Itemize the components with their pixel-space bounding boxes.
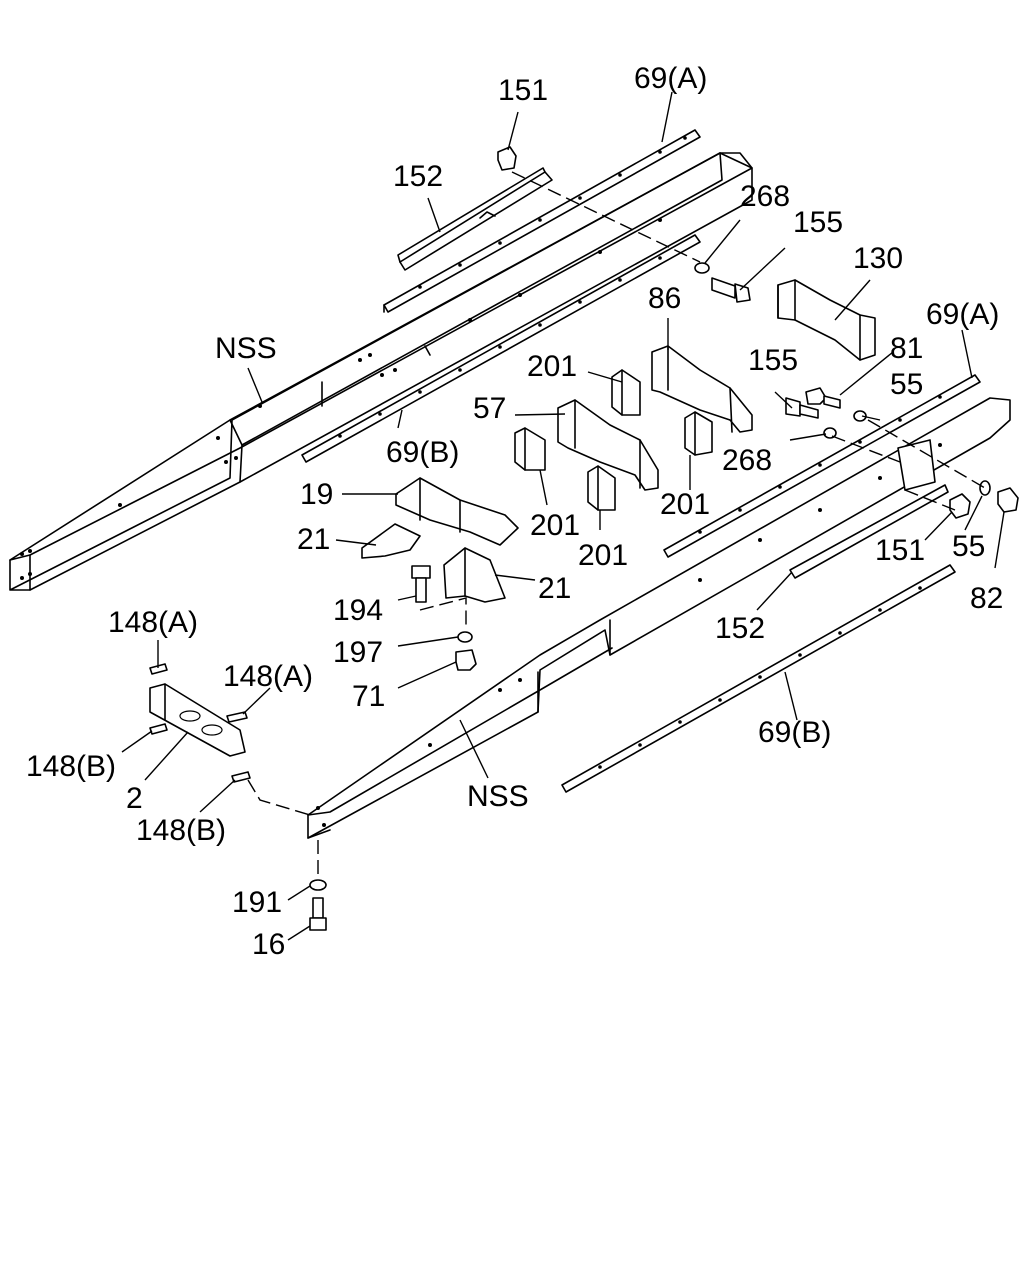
label-69a-right: 69(A) [926, 298, 999, 331]
bracket-201-b [514, 427, 546, 471]
washer-55-upper [853, 410, 867, 422]
crossmember-130 [777, 279, 876, 361]
washer-55-lower [979, 480, 991, 496]
washer-268-top [694, 262, 710, 274]
bracket-21-left [361, 523, 421, 559]
bracket-201-c [587, 465, 616, 511]
bracket-201-d [684, 411, 713, 456]
bracket-right-rail [897, 439, 936, 491]
shim-148a-right [226, 711, 248, 723]
callout-labels: 151 69(A) 152 268 155 130 NSS 86 69(A) 8… [26, 62, 1003, 961]
crossmember-57 [557, 399, 659, 491]
label-151-right: 151 [875, 534, 925, 567]
crossmember-19 [395, 477, 519, 546]
shim-148b-bottom [231, 771, 251, 783]
reinforcement-strip-69a-right [663, 374, 981, 558]
washer-197 [457, 631, 473, 643]
channel-152-bottom [789, 484, 949, 579]
label-81: 81 [890, 332, 923, 365]
label-148b-bottom: 148(B) [136, 814, 226, 847]
bracket-201-a [611, 369, 641, 416]
label-268-mid: 268 [722, 444, 772, 477]
label-21-right: 21 [538, 572, 571, 605]
label-201-b: 201 [530, 509, 580, 542]
bolt-155-mid [785, 397, 819, 419]
label-151-top: 151 [498, 74, 548, 107]
label-194: 194 [333, 594, 383, 627]
label-69a-top: 69(A) [634, 62, 707, 95]
nut-82 [997, 487, 1019, 513]
shim-148a-left [149, 663, 168, 675]
bolt-16 [309, 897, 327, 931]
label-191: 191 [232, 886, 282, 919]
crossmember-2 [149, 683, 246, 757]
label-2: 2 [126, 782, 143, 815]
label-148b-top: 148(B) [26, 750, 116, 783]
label-201-a: 201 [527, 350, 577, 383]
label-16: 16 [252, 928, 285, 961]
reinforcement-strip-69b-top [301, 234, 701, 463]
bolt-194 [411, 565, 431, 603]
shim-148b-top [149, 723, 168, 735]
label-nss-bottom: NSS [467, 780, 529, 813]
label-201-d: 201 [660, 488, 710, 521]
label-201-c: 201 [578, 539, 628, 572]
label-57: 57 [473, 392, 506, 425]
label-155-mid: 155 [748, 344, 798, 377]
label-86: 86 [648, 282, 681, 315]
nut-151-top [497, 146, 517, 171]
reinforcement-strip-69a-top [383, 129, 701, 313]
label-155-top: 155 [793, 206, 843, 239]
nut-151-right [949, 493, 971, 519]
leader-lines [121, 91, 1005, 941]
label-21-left: 21 [297, 523, 330, 556]
channel-152-top [397, 167, 553, 271]
label-268-top: 268 [740, 180, 790, 213]
label-nss-top: NSS [215, 332, 277, 365]
crossmember-86 [651, 345, 753, 433]
label-82: 82 [970, 582, 1003, 615]
reinforcement-strip-69b-bottom [561, 564, 956, 793]
bolt-81 [805, 387, 841, 409]
label-69b-bottom: 69(B) [758, 716, 831, 749]
label-152-bottom: 152 [715, 612, 765, 645]
label-148a-right: 148(A) [223, 660, 313, 693]
bolt-155-top [711, 277, 751, 303]
label-148a-left: 148(A) [108, 606, 198, 639]
label-130: 130 [853, 242, 903, 275]
label-152-top: 152 [393, 160, 443, 193]
side-rail-left [9, 152, 753, 591]
washer-191 [309, 879, 327, 891]
label-69b-top: 69(B) [386, 436, 459, 469]
label-55-lower: 55 [952, 530, 985, 563]
label-197: 197 [333, 636, 383, 669]
bracket-21-right [443, 547, 506, 603]
side-rail-right [307, 397, 1011, 839]
label-71: 71 [352, 680, 385, 713]
washer-268-mid [823, 427, 837, 439]
assembly-lines [247, 171, 986, 880]
nut-71 [455, 649, 477, 671]
label-19: 19 [300, 478, 333, 511]
label-55-upper: 55 [890, 368, 923, 401]
